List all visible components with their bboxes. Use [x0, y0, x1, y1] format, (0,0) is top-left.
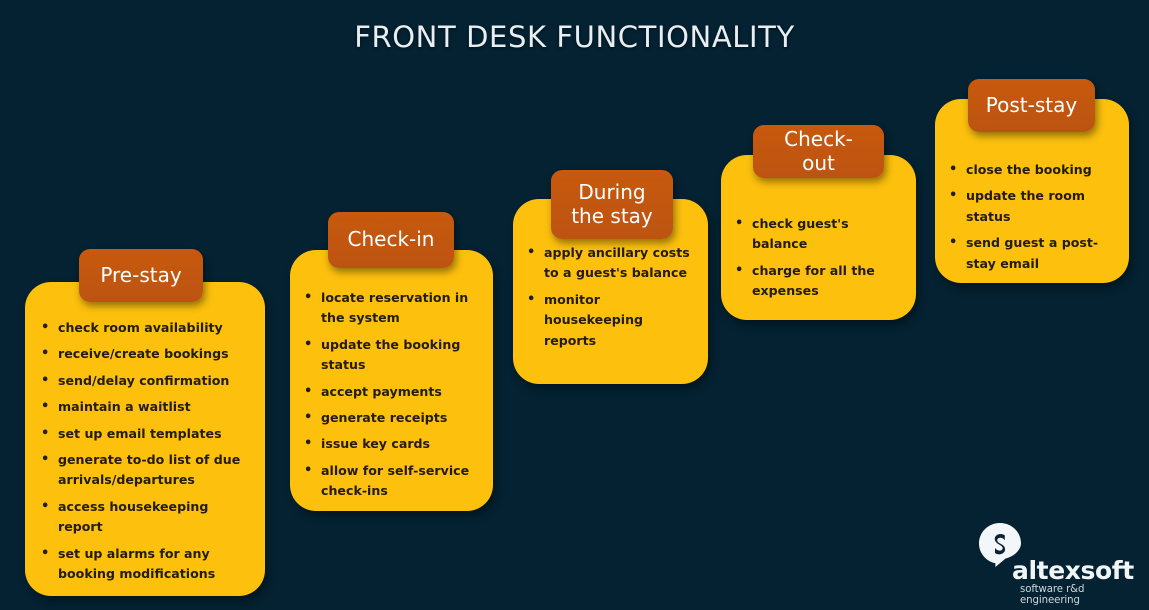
list-item: allow for self-service check-ins: [302, 460, 481, 502]
list-item: monitor housekeeping reports: [525, 289, 696, 351]
list-item: check guest's balance: [733, 213, 904, 255]
list-item: set up alarms for any booking modificati…: [39, 543, 249, 585]
list-item: access housekeeping report: [39, 496, 249, 538]
list-item: maintain a waitlist: [39, 396, 249, 417]
stage-list-prestay: check room availability receive/create b…: [25, 317, 263, 590]
altexsoft-wordmark: altexsoft: [1012, 556, 1134, 585]
stage-list-during-the-stay: apply ancillary costs to a guest's balan…: [513, 242, 708, 357]
altexsoft-logo: altexsoft software r&d engineering: [970, 522, 1135, 606]
list-item: close the booking: [947, 159, 1117, 180]
list-item: set up email templates: [39, 423, 249, 444]
list-item: send/delay confirmation: [39, 370, 249, 391]
list-item: update the booking status: [302, 334, 481, 376]
stage-header-prestay: Pre-stay: [79, 249, 203, 302]
list-item: charge for all the expenses: [733, 260, 904, 302]
list-item: check room availability: [39, 317, 249, 338]
altexsoft-speech-bubble-icon: [977, 522, 1023, 568]
list-item: update the room status: [947, 185, 1117, 227]
list-item: locate reservation in the system: [302, 287, 481, 329]
stage-list-poststay: close the booking update the room status…: [935, 159, 1129, 280]
list-item: accept payments: [302, 381, 481, 402]
list-item: receive/create bookings: [39, 343, 249, 364]
altexsoft-tagline: software r&d engineering: [1020, 584, 1085, 606]
list-item: send guest a post-stay email: [947, 232, 1117, 274]
page-title: FRONT DESK FUNCTIONALITY: [354, 20, 795, 54]
list-item: generate receipts: [302, 407, 481, 428]
stage-header-during-the-stay: During the stay: [551, 170, 673, 239]
stage-list-checkout: check guest's balance charge for all the…: [721, 213, 916, 308]
list-item: issue key cards: [302, 433, 481, 454]
stage-list-checkin: locate reservation in the system update …: [290, 287, 493, 508]
list-item: generate to-do list of due arrivals/depa…: [39, 449, 249, 491]
stage-header-checkin: Check-in: [328, 212, 454, 268]
stage-header-checkout: Check-out: [753, 125, 884, 178]
list-item: apply ancillary costs to a guest's balan…: [525, 242, 696, 284]
stage-header-poststay: Post-stay: [968, 79, 1095, 132]
